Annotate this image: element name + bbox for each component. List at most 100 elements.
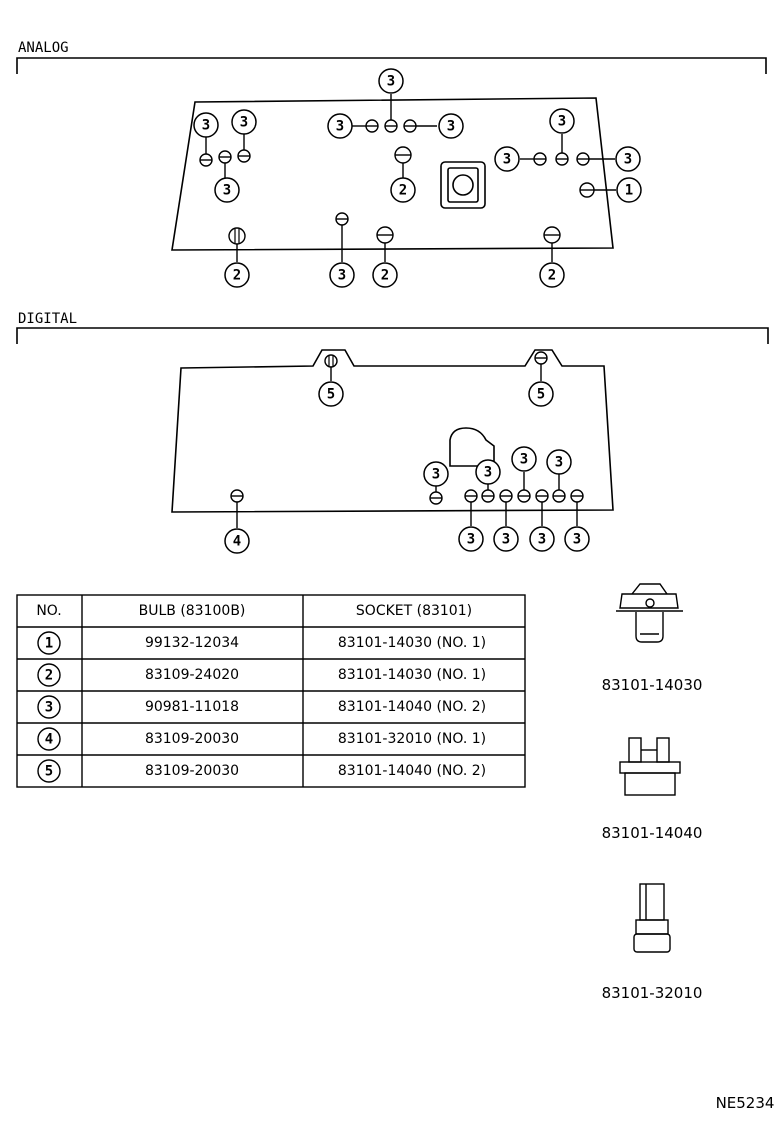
- bulb-socket-marker: [365, 119, 379, 133]
- bulb-socket-marker: [335, 212, 349, 226]
- callout-number: 3: [467, 532, 475, 548]
- leader-lines: [205, 94, 616, 528]
- callout-3: 3: [549, 108, 575, 134]
- digital-label: DIGITAL: [18, 311, 77, 327]
- bulb-socket-marker: [499, 489, 513, 503]
- bulb-socket-marker: [237, 149, 251, 163]
- callout-number: 3: [240, 115, 248, 131]
- callout-3: 3: [327, 113, 353, 139]
- callout-4: 4: [224, 528, 250, 554]
- table-cell-bulb: 83109-20030: [145, 731, 239, 747]
- callout-number: 5: [327, 387, 335, 403]
- table-cell-socket: 83101-14030 (NO. 1): [338, 667, 486, 683]
- bulb-socket-marker: [376, 226, 394, 244]
- callout-number: 2: [381, 268, 389, 284]
- callout-number: 1: [625, 183, 633, 199]
- callout-number: 3: [555, 455, 563, 471]
- callout-2: 2: [539, 262, 565, 288]
- bulb-socket-marker: [543, 226, 561, 244]
- callout-number: 3: [484, 465, 492, 481]
- bulb-socket-marker: [533, 152, 547, 166]
- table-cell-bulb: 83109-20030: [145, 763, 239, 779]
- callout-3: 3: [511, 446, 537, 472]
- callout-number: 3: [573, 532, 581, 548]
- callout-3: 3: [546, 449, 572, 475]
- table-cell-socket: 83101-14040 (NO. 2): [338, 699, 486, 715]
- figure-code: NE5234: [716, 1094, 775, 1112]
- socket-14030-drawing: [616, 583, 683, 643]
- callout-2: 2: [372, 262, 398, 288]
- table-cell-no: 2: [45, 668, 53, 684]
- table-cell-no: 5: [45, 764, 53, 780]
- table-row: 5 83109-20030 83101-14040 (NO. 2): [37, 759, 486, 783]
- bulb-socket-marker: [579, 182, 595, 198]
- bulb-socket-marker: [230, 489, 244, 503]
- callout-number: 2: [548, 268, 556, 284]
- table-cell-socket: 83101-14030 (NO. 1): [338, 635, 486, 651]
- table-cell-no: 3: [45, 700, 53, 716]
- bulb-markers: [199, 119, 595, 505]
- callout-3: 3: [494, 146, 520, 172]
- callout-number: 3: [447, 119, 455, 135]
- bulb-socket-marker: [394, 146, 412, 164]
- parts-table: [16, 594, 526, 788]
- bulb-socket-marker: [403, 119, 417, 133]
- bulb-socket-marker: [199, 153, 213, 167]
- bulb-socket-marker: [552, 489, 566, 503]
- callout-3: 3: [329, 262, 355, 288]
- callout-3: 3: [378, 68, 404, 94]
- callout-number: 3: [336, 119, 344, 135]
- table-cell-socket: 83101-14040 (NO. 2): [338, 763, 486, 779]
- table-header-no: NO.: [36, 603, 61, 619]
- bulb-socket-marker: [534, 351, 548, 365]
- socket-part-label-2: 83101-14040: [602, 824, 703, 842]
- callout-number: 3: [503, 152, 511, 168]
- table-cell-no: 4: [45, 732, 53, 748]
- callout-3: 3: [564, 526, 590, 552]
- bulb-socket-marker: [384, 119, 398, 133]
- digital-center-module: [449, 427, 495, 467]
- callout-3: 3: [458, 526, 484, 552]
- callout-3: 3: [423, 461, 449, 487]
- callout-number: 3: [223, 183, 231, 199]
- callout-3: 3: [475, 459, 501, 485]
- bulb-socket-marker: [464, 489, 478, 503]
- analog-bracket: [16, 57, 767, 74]
- callout-3: 3: [438, 113, 464, 139]
- bulb-socket-marker: [324, 354, 338, 368]
- callout-3: 3: [214, 177, 240, 203]
- digital-cluster-outline: [171, 349, 614, 513]
- callout-3: 3: [231, 109, 257, 135]
- bulb-socket-marker: [218, 150, 232, 164]
- callout-2: 2: [390, 177, 416, 203]
- callout-5: 5: [318, 381, 344, 407]
- bulb-socket-marker: [517, 489, 531, 503]
- callout-1: 1: [616, 177, 642, 203]
- callout-5: 5: [528, 381, 554, 407]
- callout-number: 3: [502, 532, 510, 548]
- callout-number: 2: [399, 183, 407, 199]
- bulb-socket-marker: [228, 227, 246, 245]
- callout-number: 4: [233, 534, 241, 550]
- socket-14040-drawing: [619, 737, 681, 796]
- callout-3: 3: [615, 146, 641, 172]
- socket-part-label-1: 83101-14030: [602, 676, 703, 694]
- callout-3: 3: [193, 112, 219, 138]
- table-header-bulb: BULB (83100B): [139, 603, 246, 619]
- digital-bracket: [16, 327, 769, 344]
- callout-number: 3: [624, 152, 632, 168]
- analog-center-module: [440, 161, 486, 209]
- callout-number: 3: [520, 452, 528, 468]
- socket-32010-drawing: [633, 883, 671, 953]
- callout-3: 3: [493, 526, 519, 552]
- table-cell-bulb: 90981-11018: [145, 699, 239, 715]
- bulb-socket-marker: [555, 152, 569, 166]
- table-row: 3 90981-11018 83101-14040 (NO. 2): [37, 695, 486, 719]
- bulb-socket-marker: [535, 489, 549, 503]
